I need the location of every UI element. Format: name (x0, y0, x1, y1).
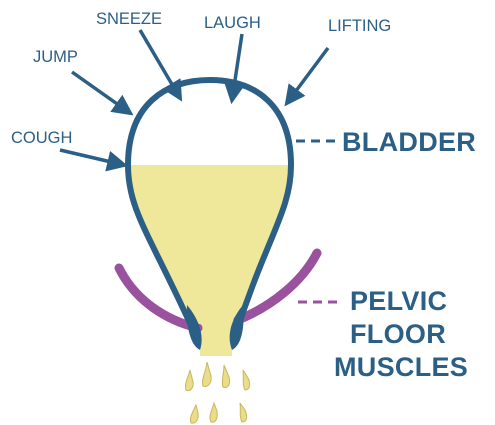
label-sneeze: SNEEZE (96, 10, 162, 28)
bladder-fluid (120, 165, 300, 365)
label-cough: COUGH (11, 129, 72, 147)
urine-drops (185, 362, 249, 423)
label-lifting: LIFTING (328, 17, 391, 35)
label-bladder: BLADDER (342, 127, 476, 157)
arrow-lifting (287, 48, 328, 103)
arrow-laugh (232, 34, 242, 100)
arrow-sneeze (140, 30, 180, 98)
label-jump: JUMP (33, 48, 78, 66)
label-laugh: LAUGH (204, 14, 261, 32)
label-pelvic: PELVIC (350, 286, 447, 316)
label-floor: FLOOR (350, 319, 446, 349)
arrow-cough (60, 150, 124, 165)
arrow-jump (72, 72, 130, 113)
label-muscles: MUSCLES (334, 352, 468, 382)
